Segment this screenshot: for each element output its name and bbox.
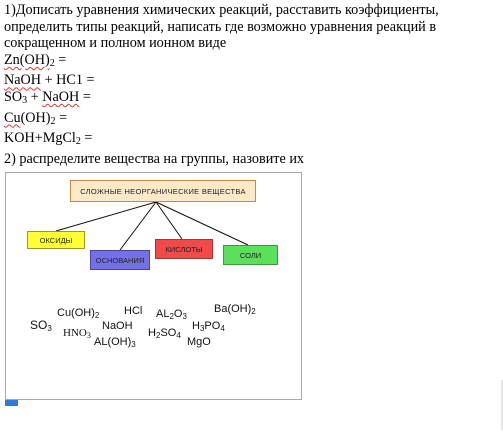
salts-box: СОЛИ: [223, 245, 278, 265]
substance-h3po4: H3PO4: [192, 320, 225, 333]
substance-h2so4: H2SO4: [148, 327, 181, 340]
equation-koh-mgcl2: KOH+MgCl2 =: [4, 130, 93, 148]
substance-al-oh3: AL(OH)3: [94, 336, 136, 349]
bases-box: ОСНОВАНИЯ: [90, 250, 150, 270]
substance-naoh: NaOH: [102, 320, 133, 332]
substance-mgo: MgO: [187, 336, 211, 348]
oxides-box: ОКСИДЫ: [27, 231, 85, 249]
slide-scroll-indicator[interactable]: [5, 400, 18, 406]
substance-cu-oh2: Cu(OH)2: [57, 307, 100, 320]
equation-zn-oh2-formula: Zn(OH): [4, 51, 50, 68]
equation-naoh-hcl: NaOH + HC1 =: [4, 72, 95, 89]
equation-so3-naoh: SO3 + NaOH =: [4, 88, 91, 106]
equation-cu-oh2: Cu(OH)2 =: [4, 109, 68, 127]
substance-al2o3: AL2O3: [156, 308, 187, 321]
substance-ba-oh2: Ba(OH)2: [214, 303, 256, 316]
substance-hcl: HCl: [124, 305, 143, 317]
acids-box: КИСЛОТЫ: [155, 239, 213, 259]
task-2-text: 2) распределите вещества на группы, назо…: [4, 150, 305, 167]
page-edge-mark: [501, 380, 503, 430]
task-1-text: 1)Дописать уравнения химических реакций,…: [4, 2, 439, 52]
equation-zn-oh2: Zn(OH)2 =: [4, 51, 67, 69]
substance-so3: SO3: [30, 318, 52, 333]
substance-hno3: HNO3: [63, 327, 91, 340]
document-text: 1)Дописать уравнения химических реакций,…: [4, 2, 500, 167]
diagram-connectors: [55, 201, 249, 251]
classification-slide: СЛОЖНЫЕ НЕОРГАНИЧЕСКИЕ ВЕЩЕСТВА ОКСИДЫ О…: [5, 172, 302, 400]
complex-inorganic-substances-box: СЛОЖНЫЕ НЕОРГАНИЧЕСКИЕ ВЕЩЕСТВА: [70, 180, 256, 202]
